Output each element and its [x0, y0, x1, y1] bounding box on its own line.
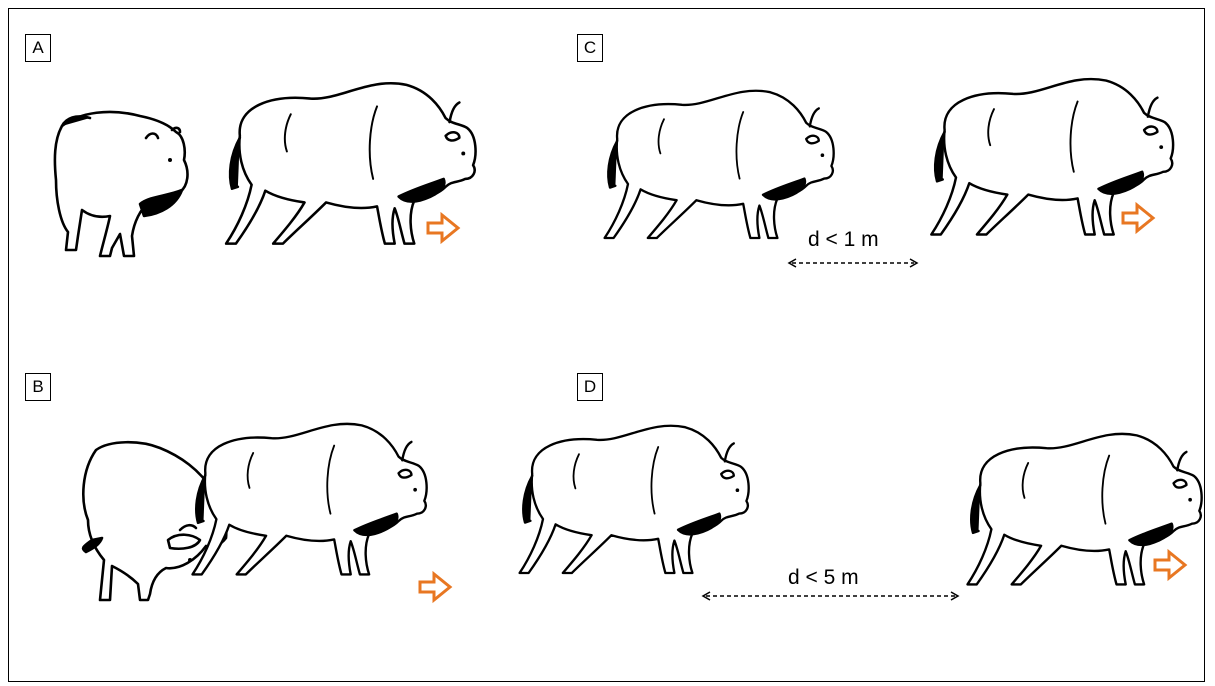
bison-a-side-icon — [224, 81, 477, 245]
distance-line-c — [787, 258, 919, 268]
panel-label-b: B — [25, 373, 51, 401]
bison-d-leader-icon — [966, 432, 1203, 586]
bison-a-front-icon — [53, 110, 189, 258]
bison-b-grazing-icon — [81, 440, 228, 602]
panel-label-d: D — [577, 373, 603, 401]
bison-c-follower-icon — [603, 89, 835, 240]
direction-arrow-b-icon — [418, 572, 452, 602]
bison-d-follower-icon — [518, 424, 750, 575]
figure-frame — [8, 8, 1205, 682]
distance-line-d — [701, 591, 960, 601]
distance-label-d: d < 5 m — [788, 566, 859, 589]
distance-label-c: d < 1 m — [808, 228, 879, 251]
panel-label-a: A — [25, 34, 51, 62]
panel-label-c: C — [577, 34, 603, 62]
direction-arrow-d-icon — [1153, 550, 1187, 580]
direction-arrow-c-icon — [1121, 203, 1155, 233]
bison-b-side-icon — [191, 422, 428, 576]
direction-arrow-a-icon — [426, 213, 460, 243]
